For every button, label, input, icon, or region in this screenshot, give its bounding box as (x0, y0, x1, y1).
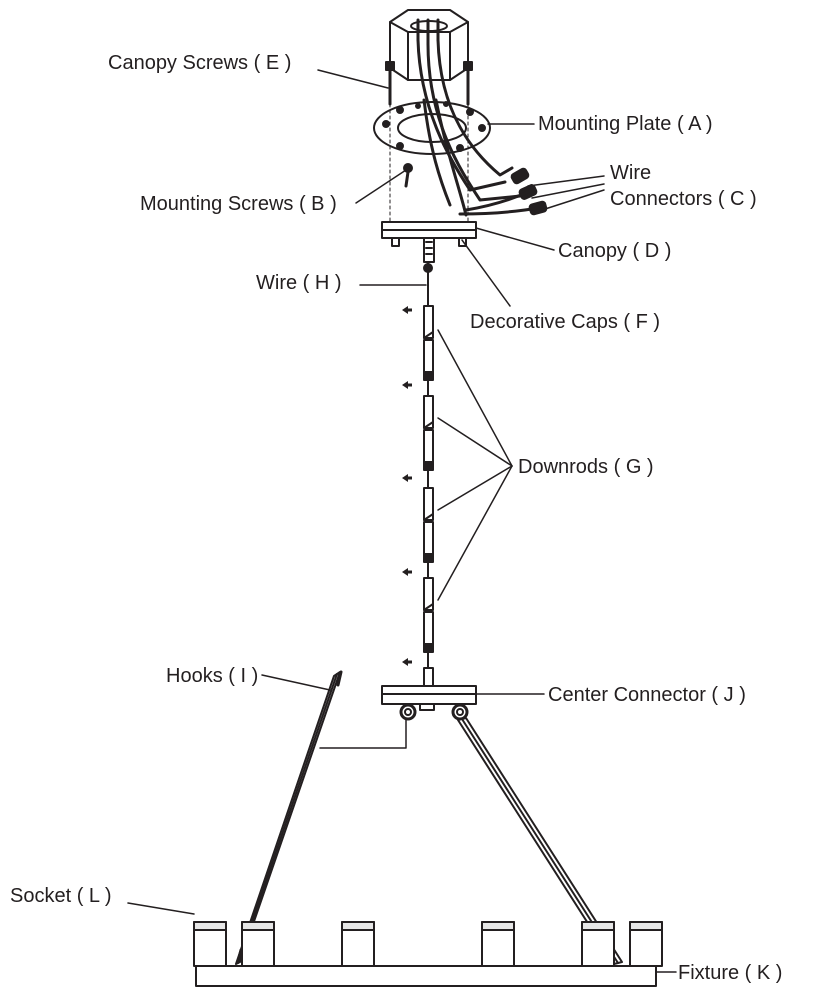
label-decorative-caps: Decorative Caps ( F ) (470, 311, 661, 333)
sockets (193, 921, 663, 967)
center-connector (381, 685, 477, 711)
label-mounting-plate: Mounting Plate ( A ) (538, 113, 713, 135)
socket (581, 921, 615, 967)
downrod-1 (423, 305, 434, 381)
canopy-screws (385, 61, 473, 106)
lamp-wire (423, 261, 433, 307)
downrod-4 (423, 577, 434, 653)
supply-wires (416, 38, 522, 217)
label-hooks: Hooks ( I ) (166, 665, 259, 687)
label-wire: Wire ( H ) (256, 272, 342, 294)
label-canopy: Canopy ( D ) (558, 240, 672, 262)
hooks (235, 670, 623, 965)
label-fixture: Fixture ( K ) (678, 962, 783, 984)
socket (341, 921, 375, 967)
alignment-lines (389, 103, 469, 223)
downrod-2 (423, 395, 434, 471)
label-wire-connectors-line2: Connectors ( C ) (610, 188, 757, 210)
socket (629, 921, 663, 967)
socket (481, 921, 515, 967)
label-canopy-screws: Canopy Screws ( E ) (108, 52, 292, 74)
label-mounting-screws: Mounting Screws ( B ) (140, 193, 337, 215)
mounting-screws (403, 163, 413, 188)
socket (241, 921, 275, 967)
downrods (423, 305, 434, 687)
downrod-3 (423, 487, 434, 563)
canopy (381, 221, 477, 263)
leader-lines (127, 69, 677, 973)
assembly-arrows (402, 306, 412, 666)
fixture-bar (195, 965, 657, 987)
label-center-connector: Center Connector ( J ) (548, 684, 746, 706)
label-downrods: Downrods ( G ) (518, 456, 654, 478)
label-socket: Socket ( L ) (10, 885, 112, 907)
label-wire-connectors-line1: Wire (610, 162, 652, 184)
socket (193, 921, 227, 967)
